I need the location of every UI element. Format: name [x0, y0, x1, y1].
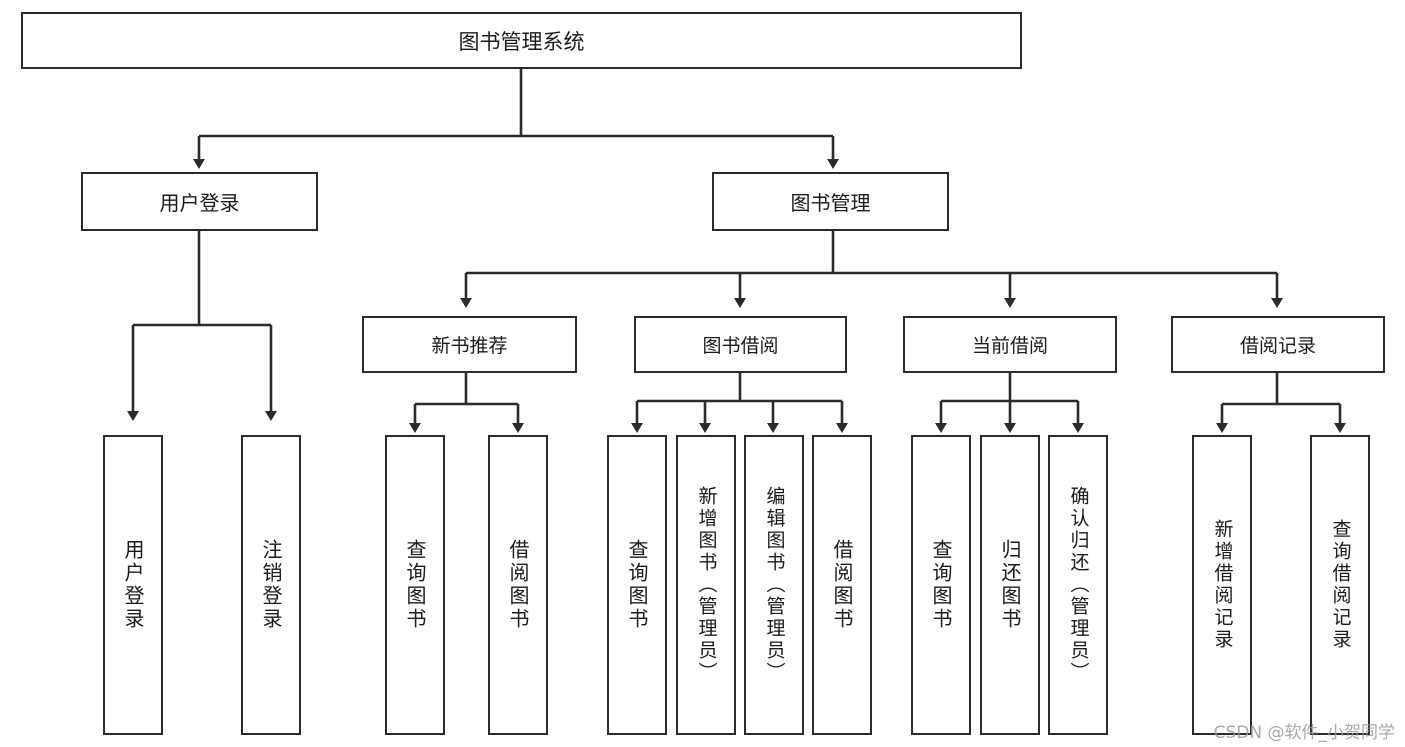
leaf-borrow-book[interactable]: 借阅图书	[812, 435, 872, 735]
leaf-confirm-return-admin[interactable]: 确认归还（管理员）	[1048, 435, 1108, 735]
node-borrow-record-label: 借阅记录	[1239, 335, 1316, 357]
node-new-book-recommend-label: 新书推荐	[431, 335, 508, 357]
node-current-borrow-label: 当前借阅	[971, 335, 1048, 357]
leaf-user-login-label: 用户登录	[121, 539, 145, 631]
leaf-query-borrow-record[interactable]: 查询借阅记录	[1310, 435, 1370, 735]
node-borrow-record[interactable]: 借阅记录	[1171, 316, 1385, 373]
leaf-query-book-borrow[interactable]: 查询图书	[607, 435, 667, 735]
leaf-query-book-borrow-label: 查询图书	[625, 539, 649, 631]
leaf-borrow-book-recommend[interactable]: 借阅图书	[488, 435, 548, 735]
node-root-label: 图书管理系统	[458, 29, 585, 54]
leaf-edit-book-admin-label: 编辑图书（管理员）	[763, 486, 786, 684]
leaf-user-login[interactable]: 用户登录	[103, 435, 163, 735]
leaf-query-book-current[interactable]: 查询图书	[911, 435, 971, 735]
leaf-borrow-book-label: 借阅图书	[830, 539, 854, 631]
leaf-logout-label: 注销登录	[259, 539, 283, 631]
leaf-return-book[interactable]: 归还图书	[980, 435, 1040, 735]
leaf-add-borrow-record[interactable]: 新增借阅记录	[1192, 435, 1252, 735]
leaf-logout[interactable]: 注销登录	[241, 435, 301, 735]
node-book-borrow-label: 图书借阅	[702, 335, 779, 357]
node-book-management[interactable]: 图书管理	[712, 172, 949, 231]
node-current-borrow[interactable]: 当前借阅	[903, 316, 1117, 373]
leaf-add-borrow-record-label: 新增借阅记录	[1211, 519, 1234, 651]
leaf-borrow-book-recommend-label: 借阅图书	[506, 539, 530, 631]
node-book-management-label: 图书管理	[790, 191, 871, 215]
leaf-return-book-label: 归还图书	[998, 539, 1022, 631]
leaf-edit-book-admin[interactable]: 编辑图书（管理员）	[744, 435, 804, 735]
leaf-query-book-recommend[interactable]: 查询图书	[385, 435, 445, 735]
leaf-query-borrow-record-label: 查询借阅记录	[1329, 519, 1352, 651]
node-user-login[interactable]: 用户登录	[81, 172, 318, 231]
leaf-add-book-admin-label: 新增图书（管理员）	[695, 486, 718, 684]
node-root[interactable]: 图书管理系统	[21, 12, 1022, 69]
leaf-add-book-admin[interactable]: 新增图书（管理员）	[676, 435, 736, 735]
node-new-book-recommend[interactable]: 新书推荐	[362, 316, 577, 373]
leaf-query-book-recommend-label: 查询图书	[403, 539, 427, 631]
leaf-query-book-current-label: 查询图书	[929, 539, 953, 631]
node-book-borrow[interactable]: 图书借阅	[634, 316, 847, 373]
node-user-login-label: 用户登录	[159, 191, 240, 215]
leaf-confirm-return-admin-label: 确认归还（管理员）	[1067, 486, 1090, 684]
